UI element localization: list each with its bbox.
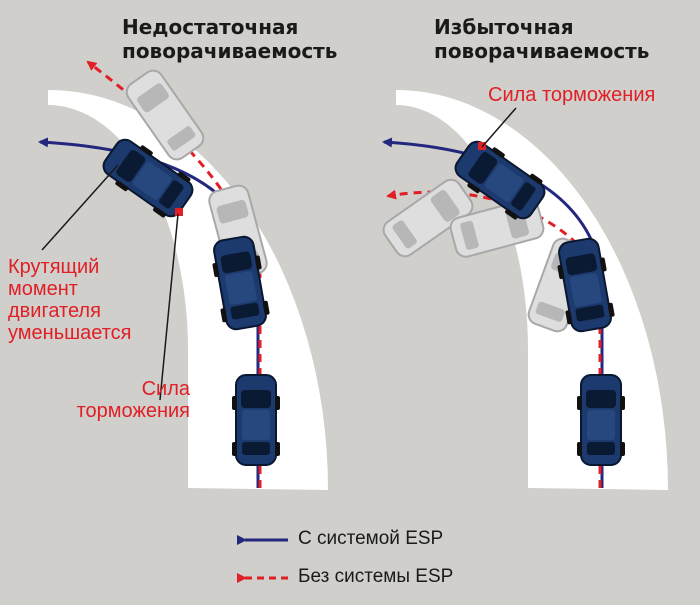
left-braking-leader xyxy=(159,213,179,401)
legend-with-esp: С системой ESP xyxy=(298,528,444,549)
left-braking-marker xyxy=(175,208,183,216)
left-torque-leader xyxy=(41,164,119,251)
right-braking-leader xyxy=(481,107,517,148)
legend-without-esp: Без системы ESP xyxy=(298,566,454,587)
left-braking-label: Сила торможения xyxy=(76,378,190,422)
right-car-bottom xyxy=(576,374,626,466)
left-title: Недостаточная поворачиваемость xyxy=(122,15,338,63)
left-torque-label: Крутящий момент двигателя уменьшается xyxy=(8,256,132,344)
right-braking-label: Сила торможения xyxy=(488,84,656,106)
right-title: Избыточная поворачиваемость xyxy=(434,15,650,63)
left-car-bottom xyxy=(231,374,281,466)
right-road xyxy=(396,90,668,490)
